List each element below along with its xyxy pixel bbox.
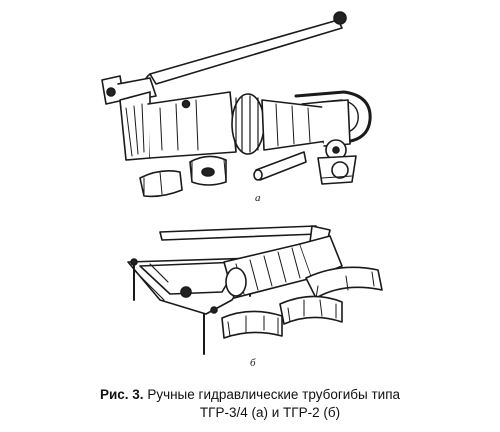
figure-label-a: а	[255, 192, 261, 204]
caption-number: Рис. 3.	[99, 387, 144, 402]
figure-caption: Рис. 3. Ручные гидравлические трубогибы …	[0, 386, 500, 422]
caption-line1: Ручные гидравлические трубогибы типа	[147, 387, 401, 402]
pipe-bender-illustration	[101, 11, 383, 355]
pipe-bender-a-drawing	[101, 11, 372, 198]
stacked-die-1	[221, 310, 283, 339]
stacked-die-2	[279, 295, 343, 325]
loose-die-1	[139, 170, 183, 198]
figure-label-b: б	[250, 357, 256, 369]
figure: а б	[101, 11, 383, 369]
pipe-bender-b-drawing	[127, 225, 383, 355]
caption-line2: ТГР-3/4 (а) и ТГР-2 (б)	[199, 405, 341, 420]
loose-die-2	[189, 155, 227, 186]
